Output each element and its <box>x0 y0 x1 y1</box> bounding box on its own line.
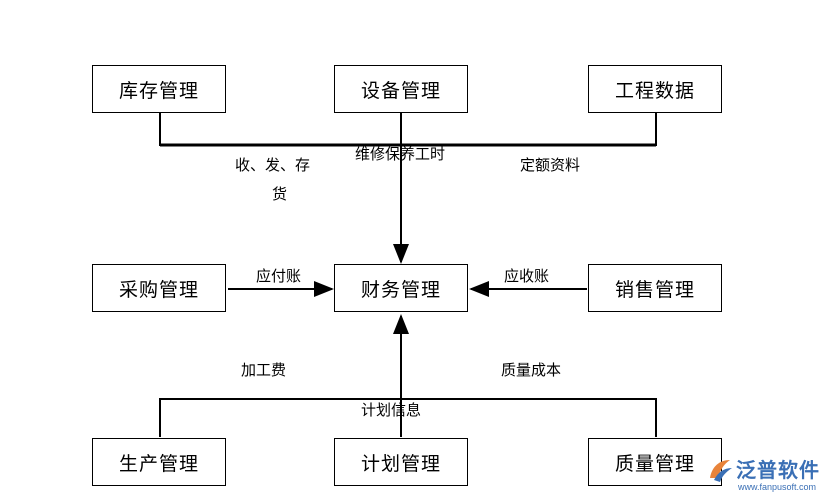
label-quality-cost: 质量成本 <box>501 361 562 379</box>
box-quality-management: 质量管理 <box>588 438 722 486</box>
label-quota-data: 定额资料 <box>520 156 581 174</box>
box-planning-management: 计划管理 <box>334 438 468 486</box>
label-processing-fee: 加工费 <box>241 361 287 379</box>
box-engineering-data: 工程数据 <box>588 65 722 113</box>
logo-url: www.fanpusoft.com <box>738 482 817 492</box>
box-inventory-management: 库存管理 <box>92 65 226 113</box>
fanpu-logo: 泛普软件 www.fanpusoft.com <box>706 452 832 496</box>
box-finance-management: 财务管理 <box>334 264 468 312</box>
label-receivable: 应收账 <box>504 267 550 285</box>
fanpu-logo-mark-icon <box>710 460 732 482</box>
label-receive-issue-store: 收、发、存 <box>235 156 311 174</box>
box-purchasing-management: 采购管理 <box>92 264 226 312</box>
label-plan-info: 计划信息 <box>361 401 422 419</box>
label-maintenance-hours: 维修保养工时 <box>355 145 446 163</box>
box-production-management: 生产管理 <box>92 438 226 486</box>
logo-name: 泛普软件 <box>736 458 820 482</box>
label-goods: 货 <box>272 185 288 203</box>
label-payable: 应付账 <box>256 267 302 285</box>
box-equipment-management: 设备管理 <box>334 65 468 113</box>
box-sales-management: 销售管理 <box>588 264 722 312</box>
